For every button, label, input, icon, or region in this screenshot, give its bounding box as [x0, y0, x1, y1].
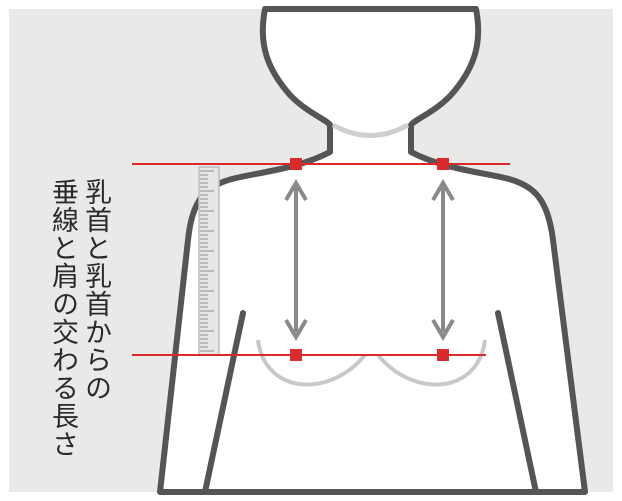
caption-line-2: 垂線と肩の交わる長さ [47, 178, 78, 458]
left-inner-arm-line [202, 310, 246, 495]
left-shoulder-marker [290, 158, 302, 170]
caption-line-1: 乳首と乳首からの [80, 178, 111, 402]
neck-collar-line [331, 122, 410, 138]
right-nipple-marker [437, 349, 449, 361]
torso-silhouette [157, 6, 588, 495]
right-measure-arrow [431, 179, 455, 341]
measuring-tape [198, 166, 220, 356]
left-nipple-marker [290, 349, 302, 361]
right-bust-outline [376, 339, 487, 387]
right-shoulder-marker [437, 158, 449, 170]
left-bust-outline [256, 339, 367, 387]
right-inner-arm-line [495, 310, 539, 495]
left-measure-arrow [284, 179, 308, 341]
